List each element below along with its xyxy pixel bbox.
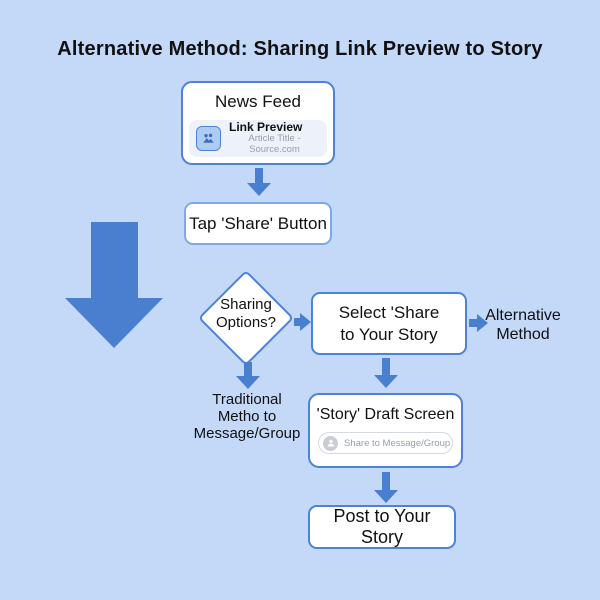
arrow-storydraft-to-post	[374, 472, 398, 503]
arrow-select-to-alternative	[469, 314, 488, 332]
story-draft-node: 'Story' Draft Screen Share to Message/Gr…	[308, 393, 463, 468]
alternative-method-line1: Alternative	[485, 307, 561, 324]
tap-share-label: Tap 'Share' Button	[189, 213, 327, 233]
select-share-node: Select 'Share to Your Story	[311, 292, 467, 355]
story-draft-title: 'Story' Draft Screen	[316, 406, 455, 423]
select-share-line1: Select 'Share	[338, 302, 440, 322]
link-preview-texts: Link Preview Article Title - Source.com	[229, 119, 320, 157]
decision-line2: Options?	[215, 314, 277, 331]
arrow-select-to-storydraft	[374, 358, 398, 388]
share-target-pill: Share to Message/Group	[318, 432, 453, 454]
traditional-line3: Message/Group	[193, 425, 301, 442]
person-icon	[323, 435, 338, 451]
select-share-line2: to Your Story	[340, 324, 438, 344]
arrow-newsfeed-to-tapshare	[247, 168, 271, 196]
link-preview-subtitle: Article Title - Source.com	[248, 133, 301, 156]
post-story-label: Post to Your Story	[333, 506, 431, 547]
traditional-line2: Metho to	[217, 408, 277, 425]
image-icon	[196, 126, 221, 151]
arrow-diamond-to-traditional	[236, 362, 260, 389]
alternative-method-line2: Method	[496, 326, 550, 343]
news-feed-node: News Feed Link Preview Article Title - S…	[181, 81, 335, 165]
share-target-placeholder: Share to Message/Group	[344, 437, 451, 449]
news-feed-title: News Feed	[215, 92, 301, 111]
traditional-method-label: Traditional Metho to Message/Group	[177, 391, 317, 442]
link-preview-card: Link Preview Article Title - Source.com	[189, 120, 327, 157]
tap-share-node: Tap 'Share' Button	[184, 202, 332, 245]
decision-line1: Sharing	[220, 296, 272, 313]
link-preview-label: Link Preview	[229, 119, 303, 134]
page-title: Alternative Method: Sharing Link Preview…	[57, 38, 543, 60]
post-story-node: Post to Your Story	[308, 505, 456, 549]
arrow-diamond-to-select	[294, 313, 311, 331]
decision-label: Sharing Options?	[196, 296, 296, 332]
alternative-method-label: Alternative Method	[485, 306, 561, 344]
big-down-arrow-icon	[65, 222, 163, 348]
traditional-line1: Traditional	[212, 391, 282, 408]
